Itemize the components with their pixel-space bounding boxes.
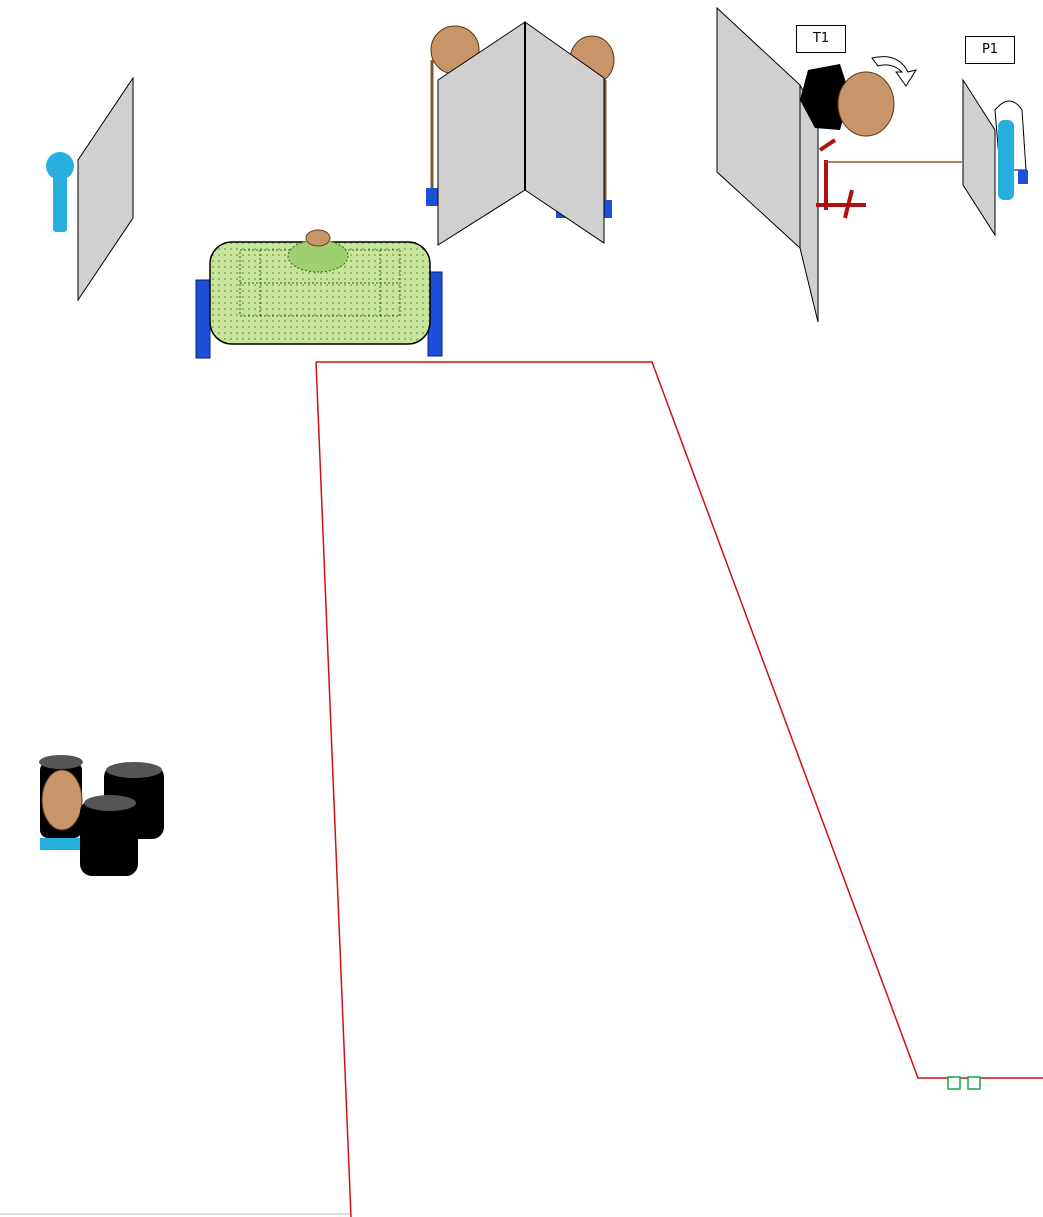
barricade-icon: [437, 21, 605, 246]
course-boundary-line: [316, 361, 1043, 1079]
tripod-icon: [816, 138, 866, 219]
start-marker-icon: [947, 1076, 981, 1090]
target-icon: [800, 64, 895, 137]
t1-label: T1: [796, 25, 846, 53]
vertical-wall-icon: [962, 78, 996, 237]
rotating-arrow-icon: [871, 56, 918, 87]
course-left-boundary-line: [315, 361, 352, 1217]
vertical-wall-icon: [77, 76, 134, 302]
car-icon: [195, 229, 443, 359]
shooter-icon: [46, 152, 74, 232]
barrel-stack-icon: [39, 755, 164, 876]
prop-target-icon: [994, 100, 1028, 200]
vertical-wall-icon: [716, 6, 801, 250]
p1-label: P1: [965, 36, 1015, 64]
